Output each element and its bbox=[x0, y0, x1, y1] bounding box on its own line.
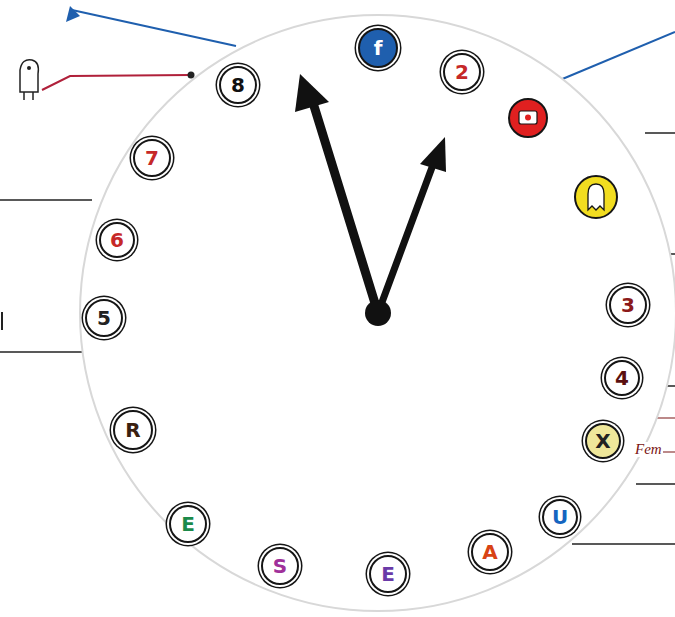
clock-mark-circle: U bbox=[542, 499, 578, 535]
guide-line bbox=[0, 351, 86, 353]
minute-hand bbox=[314, 106, 378, 313]
clock-mark-text: 5 bbox=[97, 308, 111, 328]
bird-leg bbox=[32, 92, 34, 100]
clock-mark-circle: 4 bbox=[604, 360, 640, 396]
clock-mark-text: 2 bbox=[455, 62, 469, 82]
clock-mark-text: f bbox=[374, 38, 383, 58]
clock-mark-circle: 3 bbox=[609, 286, 647, 324]
clock-mark-text: U bbox=[552, 507, 568, 527]
clock-mark-circle: 6 bbox=[99, 222, 135, 258]
clock-mark-circle: 7 bbox=[133, 139, 171, 177]
red-wire bbox=[42, 75, 190, 90]
guide-line bbox=[572, 543, 675, 545]
guide-line bbox=[0, 199, 92, 201]
clock-mark-text: 3 bbox=[621, 295, 635, 315]
guide-line bbox=[645, 132, 675, 134]
clock-mark-circle: 8 bbox=[219, 66, 257, 104]
camera-icon bbox=[509, 99, 547, 137]
clock-face bbox=[80, 15, 675, 611]
ghost-shape bbox=[588, 184, 604, 210]
clock-mark-circle: E bbox=[169, 505, 207, 543]
bird-eye bbox=[27, 66, 31, 70]
clock-mark-circle: X bbox=[585, 423, 621, 459]
clock-mark-text: E bbox=[381, 564, 395, 584]
clock-mark-text: S bbox=[273, 556, 287, 576]
hand-pivot bbox=[365, 300, 391, 326]
hour-hand-head bbox=[420, 137, 446, 172]
hour-hand bbox=[378, 162, 434, 313]
side-note: Fem bbox=[634, 442, 663, 457]
camera-body bbox=[519, 111, 537, 124]
tick-mark bbox=[1, 312, 3, 330]
clock-mark-text: 7 bbox=[145, 148, 159, 168]
clock-mark-circle: 5 bbox=[85, 299, 123, 337]
clock-mark-circle: 2 bbox=[443, 53, 481, 91]
clock-mark-text: R bbox=[125, 420, 140, 440]
clock-mark-circle: f bbox=[358, 28, 398, 68]
clock-mark-text: X bbox=[595, 431, 610, 451]
ghost-icon bbox=[575, 176, 617, 218]
blue-line bbox=[560, 32, 675, 80]
blue-line bbox=[72, 10, 236, 46]
clock-mark-circle: A bbox=[471, 533, 509, 571]
bird-icon bbox=[20, 60, 38, 92]
clock-mark-text: A bbox=[482, 542, 497, 562]
clock-mark-circle: R bbox=[113, 410, 153, 450]
clock-mark-text: E bbox=[181, 514, 195, 534]
minute-hand-head bbox=[295, 74, 329, 112]
camera-lens bbox=[525, 115, 531, 121]
clock-mark-circle: S bbox=[261, 547, 299, 585]
bird-leg bbox=[23, 92, 25, 100]
guide-line bbox=[636, 483, 675, 485]
clock-mark-text: 8 bbox=[231, 75, 245, 95]
clock-mark-text: 6 bbox=[110, 230, 124, 250]
clock-mark-circle: E bbox=[369, 555, 407, 593]
wire-dot bbox=[188, 72, 195, 79]
clock-mark-text: 4 bbox=[615, 368, 629, 388]
blue-arrowhead bbox=[66, 6, 80, 22]
